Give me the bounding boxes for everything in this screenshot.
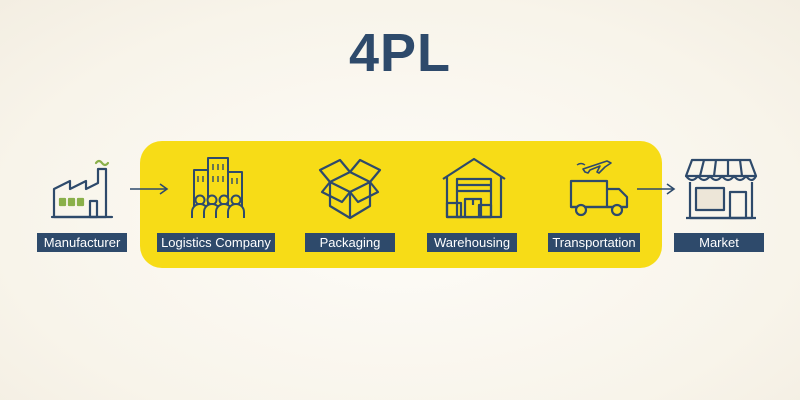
transportation-label: Transportation <box>548 233 640 252</box>
logistics-company-label: Logistics Company <box>157 233 275 252</box>
manufacturer-label: Manufacturer <box>37 233 127 252</box>
warehouse-icon <box>441 155 507 221</box>
storefront-icon <box>684 156 758 220</box>
warehousing-label: Warehousing <box>427 233 517 252</box>
arrow-to-market <box>637 182 677 200</box>
logistics-company-icon <box>186 156 250 220</box>
box-icon <box>318 156 382 220</box>
diagram-title: 4PL <box>348 23 452 83</box>
market-label: Market <box>674 233 764 252</box>
arrow-to-logistics <box>130 182 170 200</box>
factory-icon <box>50 155 116 221</box>
truck-plane-icon <box>567 155 633 221</box>
packaging-label: Packaging <box>305 233 395 252</box>
